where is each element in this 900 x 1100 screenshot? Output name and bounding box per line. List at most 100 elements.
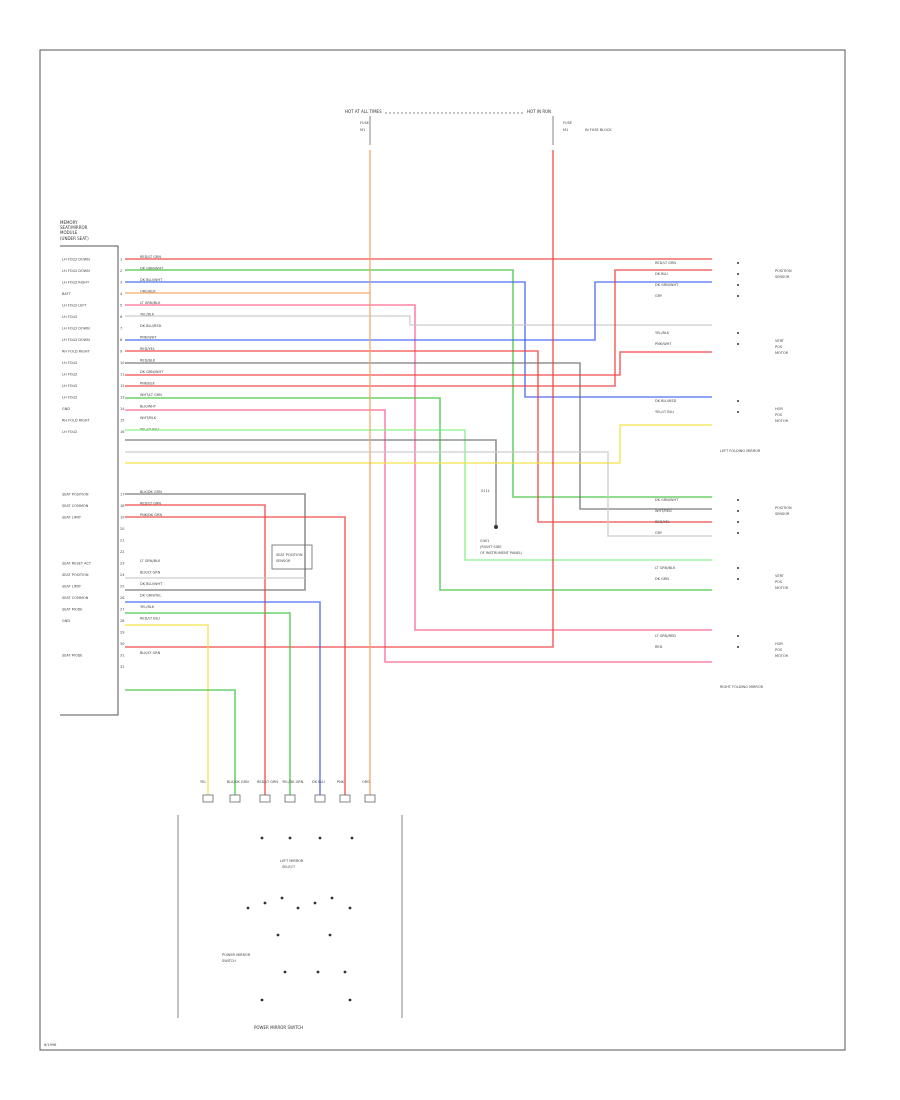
switch-pin <box>229 794 241 803</box>
module-pin-name: SEAT POSITION <box>62 573 89 577</box>
module-pin-number: 10 <box>120 361 124 365</box>
power-source-label: HOT IN RUN <box>527 109 551 114</box>
wire-color-label: LT GRN/BLK <box>140 301 161 305</box>
module-pin-name: LH FOLD <box>62 315 77 319</box>
mirror-unit-label: HOR <box>775 407 783 411</box>
sensor-box <box>271 544 313 570</box>
switch-pin <box>339 794 351 803</box>
mirror-unit-label: SENSOR <box>775 512 790 516</box>
power-source-hot-in-run: HOT IN RUN FUSE M1 IN FUSE BLOCK <box>527 109 612 132</box>
diagram-border <box>39 49 846 1051</box>
wire-color-label: WHT/BLK <box>140 416 157 420</box>
module-pin-name: RH FOLD RIGHT <box>62 350 91 354</box>
switch-contact <box>296 906 300 910</box>
mirror-wire-label: RED/LT GRN <box>655 261 676 265</box>
mirror-wire-label: LT GRN/RED <box>655 634 676 638</box>
module-pin-name: GND <box>62 619 70 623</box>
switch-contact <box>318 836 322 840</box>
switch-contacts <box>246 836 354 1002</box>
module-pin-name: LH FOLD <box>62 430 77 434</box>
switch-contact <box>328 933 332 937</box>
module-pin-number: 9 <box>120 350 122 354</box>
module-pin-name: SEAT COMMON <box>62 596 89 600</box>
module-pin-name: LH FOLD DOWN <box>62 269 90 273</box>
terminal-dot <box>737 400 739 402</box>
wire-color-label: LT GRN/BLK <box>140 559 161 563</box>
module-pin-number: 16 <box>120 430 124 434</box>
wire-pnk-wht <box>125 350 712 523</box>
switch-contact <box>316 970 320 974</box>
splice-label: S111 <box>481 489 490 493</box>
module-pin-number: 31 <box>120 654 124 658</box>
mirror-wire-label: DK GRN <box>655 577 669 581</box>
module-pin-number: 19 <box>120 516 124 520</box>
module-pin-number: 15 <box>120 419 124 423</box>
terminal-dot <box>737 532 739 534</box>
terminal-dot <box>737 343 739 345</box>
module-pin-number: 30 <box>120 642 124 646</box>
module-pin-name: LH FOLD RIGHT <box>62 281 90 285</box>
wire-color-label: DK GRN/WHT <box>140 370 164 374</box>
module-pin-number: 5 <box>120 304 122 308</box>
module-title-line: MODULE <box>60 230 78 235</box>
module-pin-number: 27 <box>120 608 124 612</box>
module-title-line: SEAT/MIRROR <box>60 225 88 230</box>
wire-color-label: BLK/LT GRN <box>140 651 161 655</box>
mirror-unit-label: MOTOR <box>775 586 789 590</box>
mirror-wire-label: PNK/WHT <box>655 342 672 346</box>
mirror-unit-label: VERT <box>775 574 785 578</box>
fuse-label: FUSE <box>360 121 369 125</box>
module-pin-name: SEAT LIMIT <box>62 585 82 589</box>
wire-color-label: DK GRN/WHT <box>140 267 164 271</box>
switch-pin-label: ORG <box>362 780 370 784</box>
terminal-dot <box>737 567 739 569</box>
fuse-label: FUSE <box>563 121 572 125</box>
module-pin-number: 28 <box>120 619 124 623</box>
mirror-wire-label: DK BLU <box>655 272 668 276</box>
wire-dk-grn-wht <box>125 269 712 498</box>
switch-contact <box>330 896 334 900</box>
module-pin-number: 22 <box>120 550 124 554</box>
power-source-label: HOT AT ALL TIMES <box>345 109 382 114</box>
fuse-sub: M1 <box>563 128 568 132</box>
module-pin-number: 17 <box>120 493 124 497</box>
wire-red-hot-in-run <box>125 150 554 648</box>
mirror-unit-label: POSITION <box>775 506 792 510</box>
module-pin-number: 7 <box>120 327 122 331</box>
switch-pin-label: PNK <box>337 780 345 784</box>
switch-contact <box>263 901 267 905</box>
module-pin-name: GND <box>62 407 70 411</box>
mirror-wire-label: WHT/RED <box>655 509 672 513</box>
mirror-unit-label: POS <box>775 648 783 652</box>
module-pin-name: SEAT POSITION <box>62 493 89 497</box>
switch-pin-label: RED/LT GRN <box>257 780 278 784</box>
switch-pin <box>284 794 296 803</box>
wire-color-label: RED/LT GRN <box>140 502 161 506</box>
module-pin-name: LH FOLD LEFT <box>62 304 87 308</box>
corner-tag: 6/1996 <box>44 1043 56 1047</box>
module-pin-number: 25 <box>120 585 124 589</box>
switch-footer: POWER MIRROR SWITCH <box>254 1025 303 1030</box>
mirror-wire-label: RED/YEL <box>655 520 670 524</box>
module-pin-number: 29 <box>120 631 124 635</box>
wire-pnk-dk-grn <box>125 516 346 795</box>
module-pin-name: LH FOLD <box>62 396 77 400</box>
mirror-wire-label: GRY <box>655 531 663 535</box>
terminal-dot <box>737 284 739 286</box>
wire-color-label: DK BLU/WHT <box>140 582 163 586</box>
module-title-line: MEMORY <box>60 220 78 225</box>
wire-gry <box>125 451 712 537</box>
wire-color-label: RED/YEL <box>140 347 155 351</box>
wire-color-label: BLK/LT GRN <box>140 571 161 575</box>
terminal-dot <box>737 332 739 334</box>
terminal-dot <box>737 499 739 501</box>
wire-yel-blk-sw <box>125 624 209 795</box>
switch-contact <box>343 970 347 974</box>
switch-sub-line: SWITCH <box>222 959 236 963</box>
wire-color-label: WHT/LT GRN <box>140 393 162 397</box>
wire-color-label: RED/LT BLU <box>140 617 160 621</box>
left-folding-mirror: LEFT FOLDING MIRRORPOSITIONSENSORRED/LT … <box>655 261 792 453</box>
switch-contact <box>288 836 292 840</box>
